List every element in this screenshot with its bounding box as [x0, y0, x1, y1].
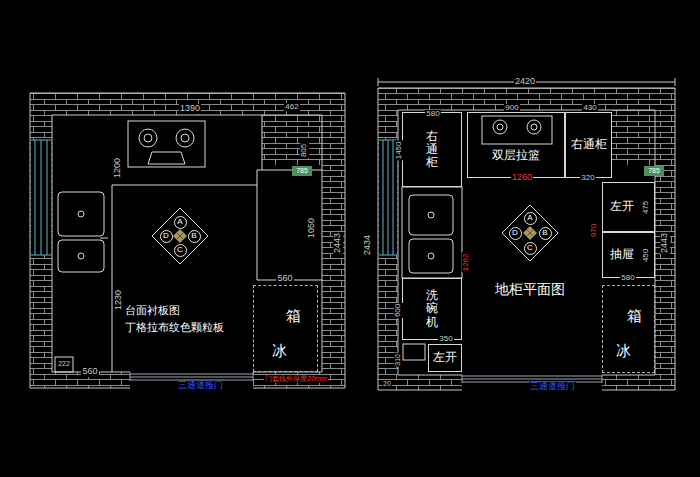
- node-text: B: [542, 228, 547, 237]
- compass-circle: B: [539, 227, 552, 240]
- dimension-number: 430: [582, 104, 597, 113]
- compass-circle: C: [174, 244, 187, 257]
- dimension-number: 1450: [395, 140, 404, 160]
- compass-circle: A: [174, 216, 187, 229]
- plan-note: 地柜平面图: [494, 282, 566, 297]
- dimension-number: 2443: [333, 232, 343, 254]
- node-text: 右通柜: [571, 138, 607, 152]
- node-text: 双层拉篮: [492, 149, 540, 163]
- node-text: A: [177, 217, 182, 226]
- dimension-number: 805: [301, 142, 310, 157]
- node-text: 箱: [627, 307, 642, 324]
- node-text: A: [527, 213, 532, 222]
- dimension-number: 350: [438, 335, 453, 344]
- cabinet-box: 双层拉篮: [467, 112, 565, 178]
- dimension-number: 450: [643, 247, 652, 262]
- cabinet-box: 右通柜: [565, 112, 612, 178]
- fridge-box: 冰箱: [602, 285, 655, 373]
- node-text: 抽屉: [610, 248, 634, 262]
- node-text: 左开: [433, 351, 457, 365]
- compass-circle: D: [509, 227, 522, 240]
- node-text: 右通柜: [426, 130, 438, 170]
- compass-circle: B: [188, 230, 201, 243]
- dimension-number: 560: [81, 367, 98, 377]
- red-note: 1260: [511, 173, 533, 183]
- red-note: 1262: [462, 252, 471, 272]
- dimension-number: 310: [394, 353, 402, 367]
- tall-cabinet: 右通柜: [402, 112, 462, 187]
- dimension-number: 600: [395, 302, 404, 317]
- node-text: 785: [296, 167, 308, 175]
- dimension-number: 580: [620, 274, 635, 283]
- dimension-number: 2420: [514, 77, 536, 87]
- height-tag: 785: [644, 166, 664, 176]
- dimension-number: 1390: [179, 104, 201, 114]
- dimension-number: 320: [580, 174, 595, 183]
- dimension-number: 1230: [114, 289, 124, 311]
- dimension-number: 900: [504, 104, 519, 113]
- node-text: 箱: [286, 307, 301, 324]
- cabinet-box: 左开: [428, 344, 462, 372]
- compass-circle: D: [160, 230, 173, 243]
- dishwasher-box: 洗碗机: [402, 278, 462, 340]
- plan-note: 台面衬板图: [124, 304, 181, 316]
- dimension-number: 1050: [307, 217, 317, 239]
- node-text: D: [163, 231, 169, 240]
- node-text: B: [191, 231, 196, 240]
- dimension-number: 2434: [363, 234, 373, 256]
- dimension-number: 475: [643, 199, 652, 214]
- compass-circle: A: [524, 212, 537, 225]
- compass-circle: C: [524, 242, 537, 255]
- dimension-number: 2443: [660, 232, 670, 254]
- dimension-number: 580: [425, 110, 440, 119]
- door-note: 三通道推门: [177, 381, 224, 391]
- door-note: 三通道推门: [529, 382, 576, 392]
- red-note: 门套线外厚度20mm: [264, 375, 327, 383]
- dimension-number: 1200: [113, 157, 123, 179]
- node-text: C: [177, 245, 183, 254]
- fridge-box: 冰箱: [253, 285, 318, 372]
- dimension-number: 560: [276, 274, 293, 284]
- node-text: 785: [648, 167, 660, 175]
- node-text: 冰: [616, 342, 631, 359]
- height-tag: 785: [292, 166, 312, 176]
- plan-note: 丁格拉布纹色颗粒板: [124, 321, 225, 333]
- red-note: 970: [591, 222, 600, 237]
- node-text: 洗碗机: [426, 289, 438, 329]
- node-text: C: [527, 243, 533, 252]
- dimension-number: 20: [382, 380, 392, 388]
- dimension-number: 222: [57, 360, 71, 368]
- node-text: 冰: [272, 342, 287, 359]
- node-text: D: [512, 228, 518, 237]
- node-text: 左开: [610, 200, 634, 214]
- dimension-number: 462: [284, 103, 299, 112]
